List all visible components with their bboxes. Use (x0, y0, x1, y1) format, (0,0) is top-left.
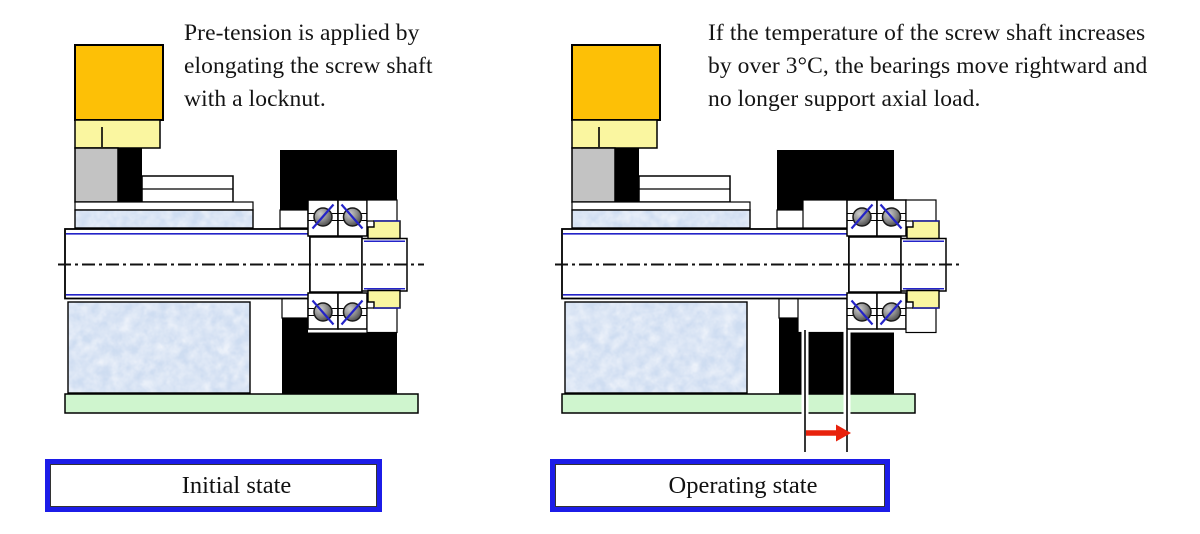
locknut-lower (906, 289, 940, 309)
motor-mount-gray (74, 147, 119, 203)
locknut-lower (367, 289, 401, 309)
end-cap-lower (905, 307, 937, 334)
contact-angle-line (850, 299, 874, 326)
bearing-spacer-upper (776, 209, 806, 229)
contact-angle-line (311, 299, 335, 326)
base-plate (561, 393, 916, 414)
vacated-spacer-upper (802, 199, 848, 229)
vacated-spacer-lower (797, 297, 848, 334)
caption-operating-state: If the temperature of the screw shaft in… (708, 20, 1148, 112)
contact-angle-line (311, 203, 335, 230)
motor-mount-black (118, 148, 142, 202)
motor-block (571, 44, 661, 121)
end-cap-upper (366, 199, 398, 222)
bearing-spacer-upper (279, 209, 309, 229)
locknut-upper (906, 220, 940, 240)
nut-lower-texture (68, 302, 250, 393)
initial-state-label-box: Initial state (45, 459, 382, 512)
contact-angle-line (879, 203, 903, 230)
locknut-upper (367, 220, 401, 240)
contact-angle-line (850, 203, 874, 230)
base-plate (64, 393, 419, 414)
nut-lower-outline (564, 301, 748, 394)
end-cap-lower (366, 307, 398, 334)
nut-upper-texture (572, 210, 750, 228)
initial-state-diagram (58, 44, 424, 414)
end-cap-upper (905, 199, 937, 222)
bearing-housing-top (777, 150, 894, 210)
motor-flange (571, 119, 658, 149)
bearing-spacer-lower (281, 296, 309, 319)
nut-flange (74, 201, 254, 211)
initial-state-label: Initial state (181, 471, 292, 499)
motor-mount-black (615, 148, 639, 202)
operating-state-label-box: Operating state (550, 459, 890, 512)
nut-upper-outline (74, 209, 254, 229)
operating-state-label: Operating state (668, 471, 818, 499)
nut-lower-outline (67, 301, 251, 394)
bearing-housing-top (280, 150, 397, 210)
contact-angle-line (340, 203, 364, 230)
contact-angle-line (340, 299, 364, 326)
nut-upper-outline (571, 209, 751, 229)
nut-upper-texture (75, 210, 253, 228)
motor-flange (74, 119, 161, 149)
nut-lower-texture (565, 302, 747, 393)
operating-state-diagram (555, 44, 963, 452)
caption-initial-state: Pre-tension is applied by elongating the… (184, 20, 433, 112)
nut-flange (571, 201, 751, 211)
motor-block (74, 44, 164, 121)
motor-mount-gray (571, 147, 616, 203)
contact-angle-line (879, 299, 903, 326)
bearing-pedestal (282, 318, 397, 394)
displacement-arrow-head (836, 424, 851, 442)
